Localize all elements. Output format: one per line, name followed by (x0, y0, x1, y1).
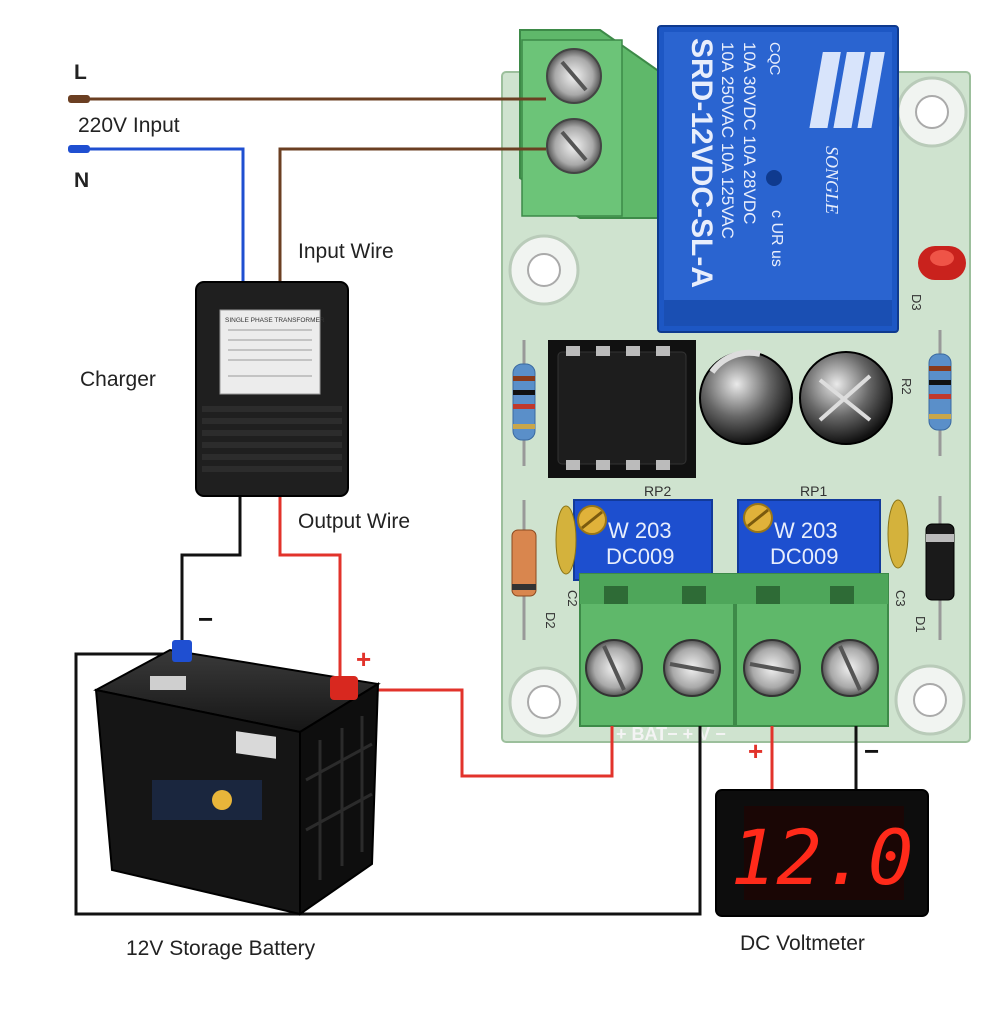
diode-d1 (925, 496, 955, 640)
mounting-hole (508, 234, 580, 306)
label-r2: R2 (899, 378, 914, 395)
wire-battery-positive (358, 688, 614, 778)
label-neutral: N (74, 169, 90, 192)
potentiometer-rp1 (737, 499, 881, 581)
label-battery: 12V Storage Battery (126, 937, 316, 960)
voltmeter-display: 12.0 (730, 813, 913, 902)
led-d3 (918, 246, 966, 280)
mounting-hole (896, 76, 968, 148)
relay-cqc: CQC (766, 42, 783, 76)
relay-model: SRD-12VDC-SL-A (685, 38, 718, 288)
wire-live (68, 95, 546, 103)
ceramic-capacitor (887, 499, 909, 569)
label-voltmeter: DC Voltmeter (740, 932, 865, 955)
mounting-hole (508, 666, 580, 738)
mounting-hole (894, 664, 966, 736)
capacitor (699, 349, 793, 445)
label-line: L (74, 61, 87, 84)
label-input: 220V Input (78, 114, 180, 137)
relay-rating-ac: 10A 250VAC 10A 125VAC (718, 42, 737, 239)
pot1-text-2: DC009 (770, 544, 838, 569)
label-d3: D3 (909, 294, 924, 311)
dc-voltmeter (715, 789, 929, 917)
label-c3: C3 (893, 590, 908, 607)
battery-negative-terminal (172, 640, 192, 662)
potentiometer-rp2 (573, 499, 713, 581)
wire-input (278, 147, 546, 284)
ceramic-capacitor (555, 505, 577, 575)
pot2-text-1: W 203 (608, 518, 672, 543)
label-d1: D1 (913, 616, 928, 633)
label-rp2: RP2 (644, 483, 671, 499)
relay-ul: c UR us (768, 210, 785, 267)
resistor-r2 (928, 330, 952, 456)
relay-rating-dc: 10A 30VDC 10A 28VDC (740, 42, 759, 224)
wire-positive (278, 496, 342, 680)
voltmeter-plus-sign: + (748, 736, 764, 766)
label-d2: D2 (543, 612, 558, 629)
charger-sticker: SINGLE PHASE TRANSFORMER (225, 317, 325, 324)
battery-plus-sign: + (356, 644, 372, 674)
ac-terminal-block (519, 29, 661, 219)
output-terminal-block (579, 573, 889, 727)
wire-neutral (68, 145, 245, 284)
relay-brand: SONGLE (822, 146, 842, 214)
relay (657, 25, 899, 333)
songle-logo (809, 52, 885, 128)
label-charger: Charger (80, 368, 156, 391)
resistor-r1 (512, 340, 536, 466)
capacitor (799, 351, 893, 445)
label-input-wire: Input Wire (298, 240, 394, 263)
diode-d2 (511, 500, 537, 640)
pot1-text-1: W 203 (774, 518, 838, 543)
terminal-labels: + BAT− + V − (616, 724, 726, 744)
battery-minus-sign: − (198, 604, 214, 634)
wire-negative (180, 496, 242, 642)
label-output-wire: Output Wire (298, 510, 411, 533)
wire-battery-negative (74, 652, 702, 916)
label-c2: C2 (565, 590, 580, 607)
label-rp1: RP1 (800, 483, 827, 499)
voltmeter-minus-sign: − (864, 736, 880, 766)
pot2-text-2: DC009 (606, 544, 674, 569)
ic-chip (548, 340, 696, 478)
battery-positive-terminal (330, 676, 358, 700)
charger-transformer (195, 281, 349, 497)
storage-battery (93, 648, 381, 916)
